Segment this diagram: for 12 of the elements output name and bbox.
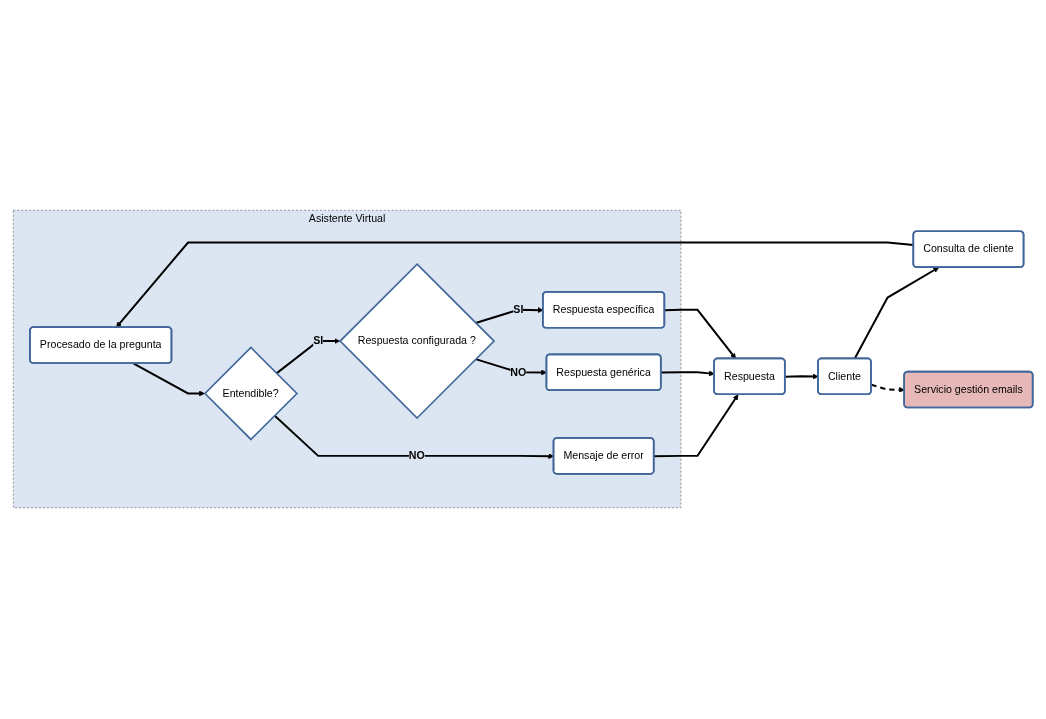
edge-label: NO [510,366,527,379]
arrow [132,362,205,397]
node-diamond: Entendible? [203,346,299,442]
arrow [275,338,341,375]
arrow [870,384,905,394]
node-diamond: Respuesta configurada ? [338,263,496,420]
edge-label: NO [408,450,425,462]
arrow [653,394,739,458]
arrow [784,374,819,380]
edge-label: SI [313,335,324,347]
edge-label: SI [513,304,524,316]
arrow [660,370,715,377]
